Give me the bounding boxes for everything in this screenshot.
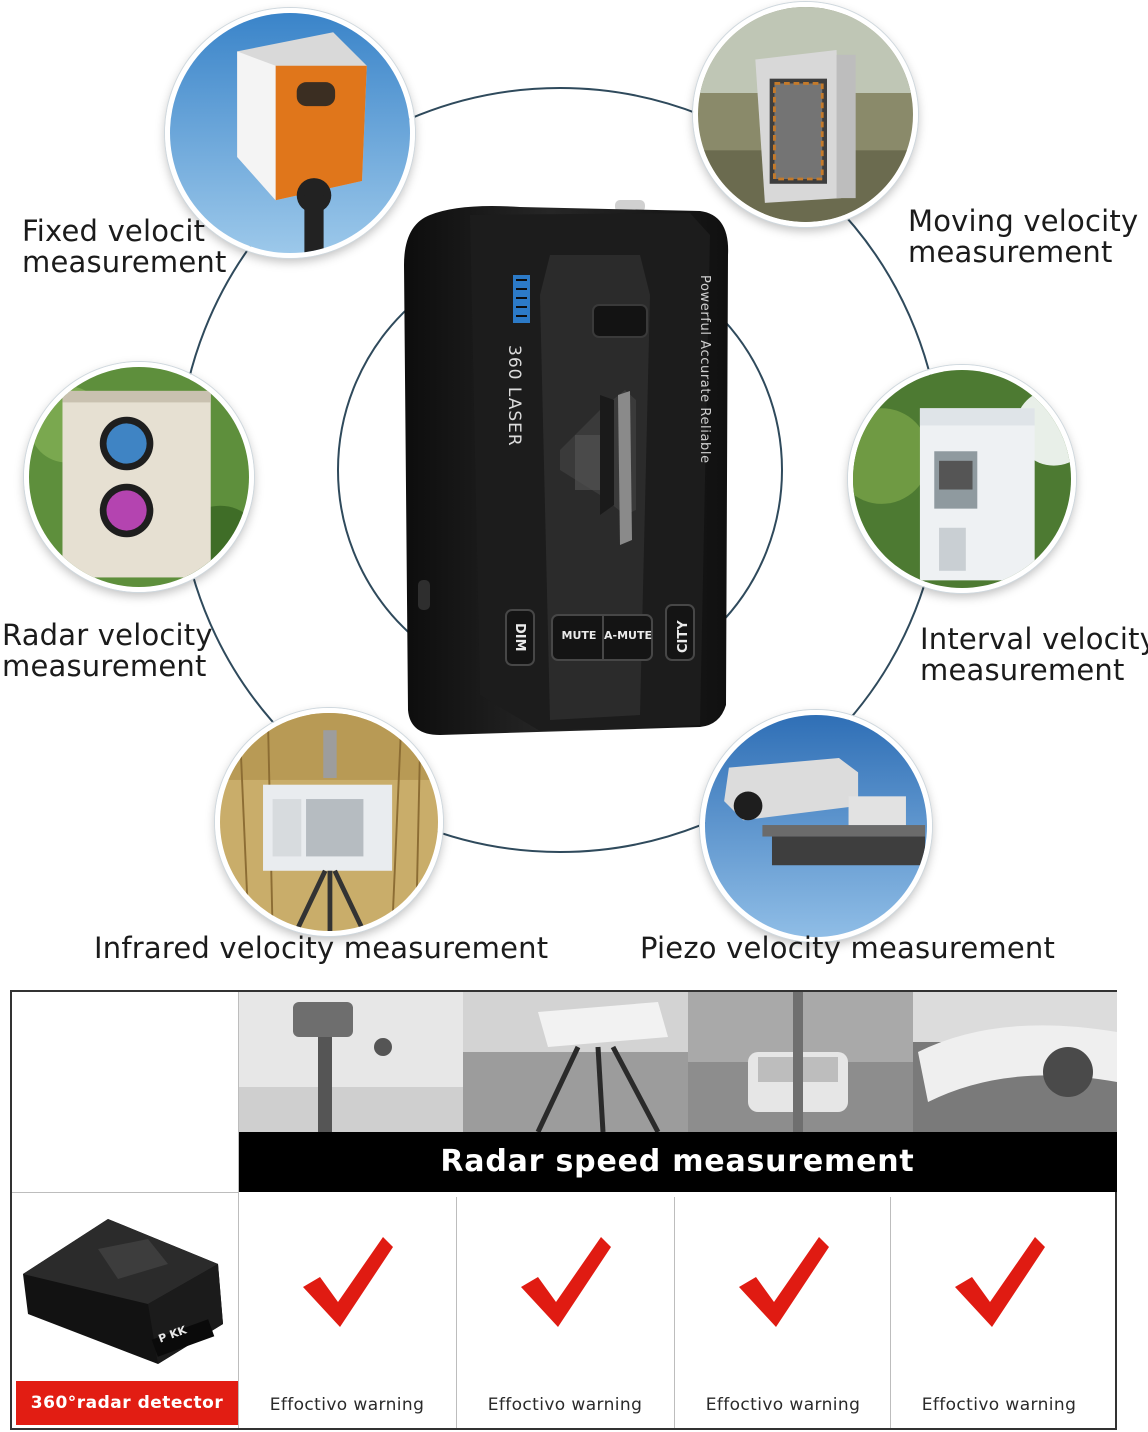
checkmark-icon [303,1237,393,1327]
radar-speed-banner: Radar speed measurement [238,1132,1117,1192]
fixed-camera-photo [165,8,415,258]
moving-velocity-label: Moving velocity measurement [908,204,1139,269]
interval-camera-photo [848,365,1076,593]
city-button[interactable]: CITY [676,620,691,653]
moving-camera-photo [693,2,918,227]
interval-velocity-label: Interval velocity measurement [920,622,1148,687]
checkmark-icon [739,1237,829,1327]
device-brand-text: 360 LASER [504,345,524,447]
product-label: 360°radar detector [16,1381,238,1425]
piezo-velocity-label: Piezo velocity measurement [640,931,1056,965]
radar-camera-photo [24,362,254,592]
warning-label: Effoctivo warning [705,1395,861,1415]
column-divider [674,1197,675,1428]
measurement-diagram: Fixed velocit measurement Moving velocit… [2,2,1148,965]
a-mute-button[interactable]: A-MUTE [604,629,652,642]
warning-label: Effoctivo warning [269,1395,425,1415]
warning-label: Effoctivo warning [921,1395,1077,1415]
checkmark-icon [521,1237,611,1327]
row-divider [12,1192,238,1193]
mute-button[interactable]: MUTE [561,629,597,642]
infrared-velocity-label: Infrared velocity measurement [94,931,549,965]
warning-label: Effoctivo warning [487,1395,643,1415]
warning-cell: Effoctivo warning [892,1197,1106,1425]
radar-detector-device: 360 LASER Powerful Accurate Reliable DIM… [400,195,736,737]
product-photo: P KK [18,1204,230,1369]
piezo-camera-photo [700,710,932,942]
warning-cell: Effoctivo warning [458,1197,672,1425]
dim-button[interactable]: DIM [512,623,527,652]
column-divider [456,1197,457,1428]
fixed-velocity-label: Fixed velocit measurement [22,214,227,279]
checkmark-icon [955,1237,1045,1327]
column-divider [238,992,239,1428]
camera-photo-strip [238,992,1117,1132]
infrared-camera-photo [215,708,443,936]
warning-cell: Effoctivo warning [676,1197,890,1425]
warning-cell: Effoctivo warning [240,1197,454,1425]
device-tagline: Powerful Accurate Reliable [697,275,712,464]
comparison-table: Radar speed measurement P KK 360°radar d… [10,990,1117,1430]
column-divider [890,1197,891,1428]
radar-velocity-label: Radar velocity measurement [2,618,213,683]
